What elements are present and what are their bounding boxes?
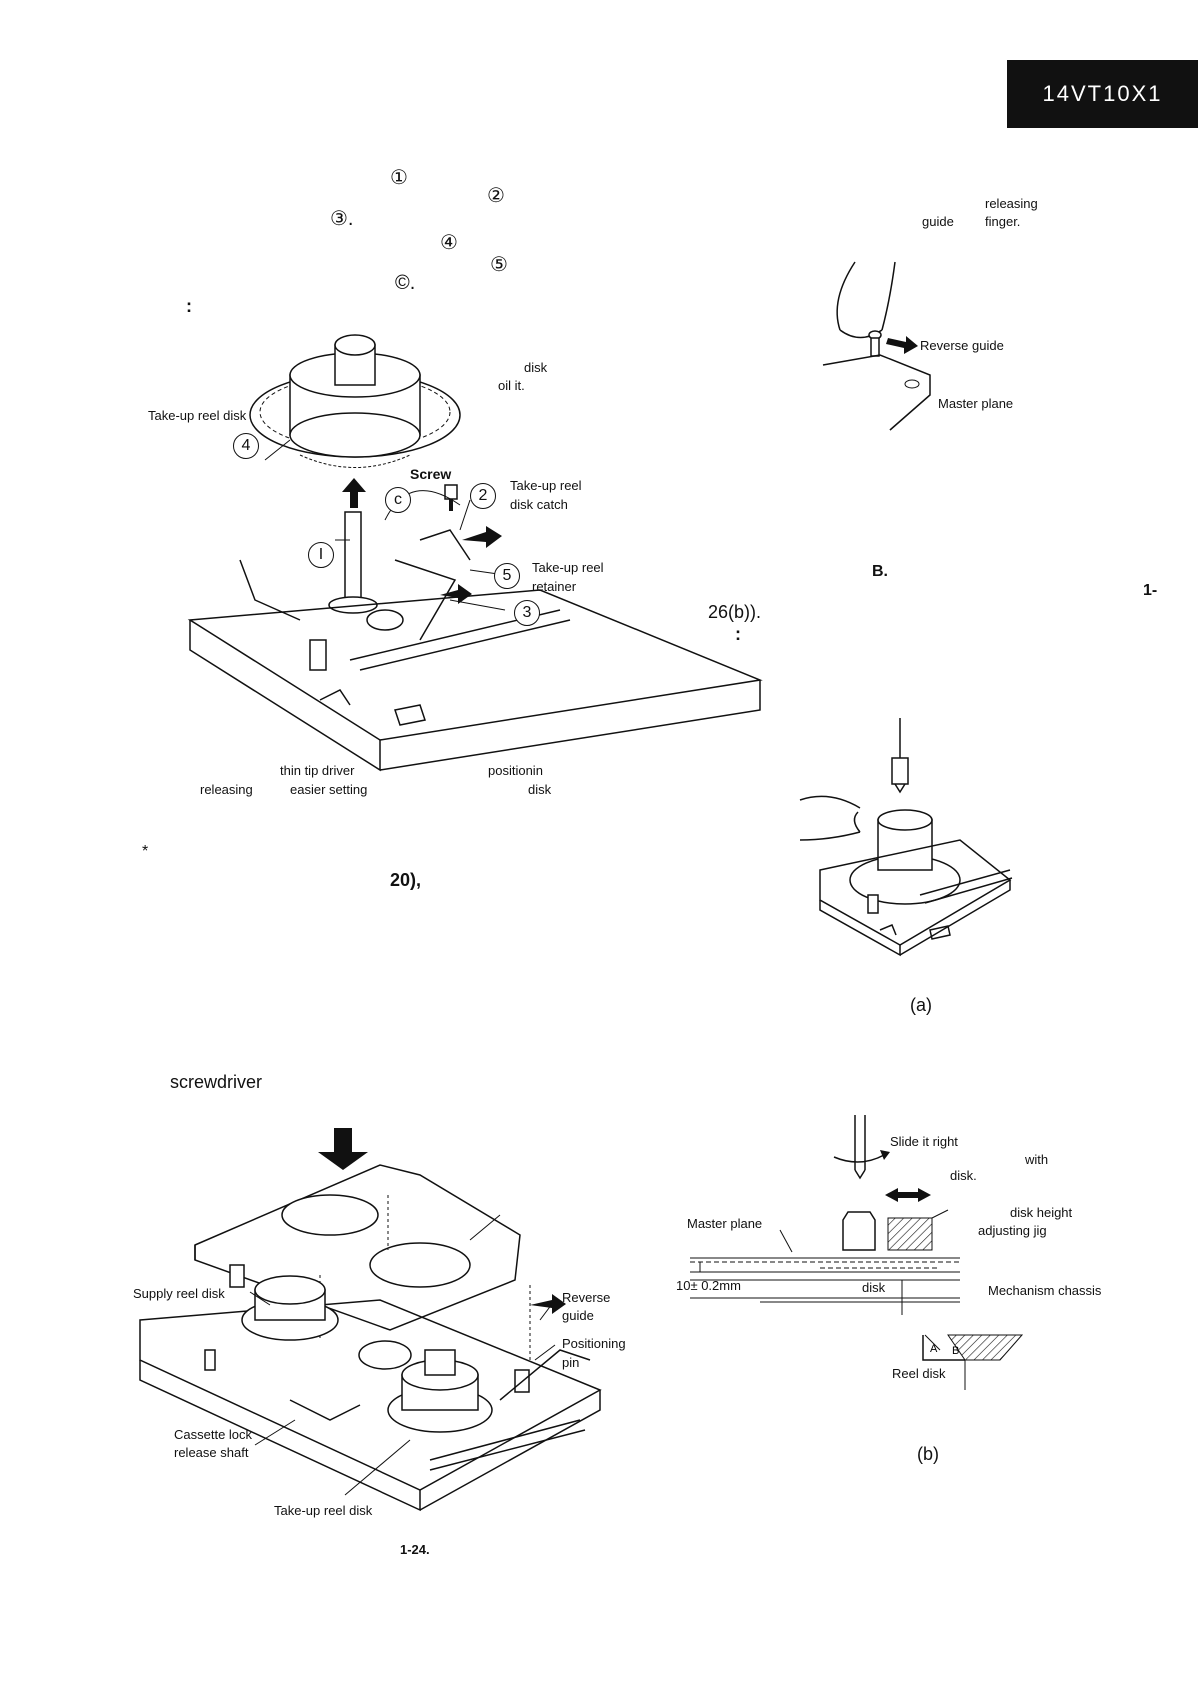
right-releasing: releasing	[985, 196, 1038, 211]
callout-1-label: I	[318, 546, 324, 563]
callout-2-label: 2	[478, 487, 488, 504]
label-takeup-reel-disk-2: Take-up reel disk	[274, 1503, 373, 1518]
step-mark-c: ©.	[395, 272, 416, 294]
inset-label-b: B	[952, 1345, 959, 1357]
inset-label-a: A	[930, 1343, 938, 1355]
model-number: 14VT10X1	[1042, 81, 1163, 106]
callout-5-label: 5	[502, 567, 512, 584]
caption-thin-tip-driver: thin tip driver	[280, 763, 355, 778]
step-mark-5: ⑤	[490, 254, 508, 276]
label-disk-dot: disk.	[950, 1168, 977, 1183]
label-reverse-guide-2: guide	[562, 1308, 594, 1323]
label-takeup-catch-1: Take-up reel	[510, 478, 582, 493]
label-mechanism-chassis: Mechanism chassis	[988, 1283, 1102, 1298]
right-one-dash: 1-	[1143, 582, 1158, 599]
right-b-label: B.	[872, 563, 888, 580]
figure-label-a: (a)	[910, 995, 932, 1015]
callout-5: 5	[494, 563, 520, 589]
callout-c: c	[385, 487, 411, 513]
colon-mark: :	[186, 296, 192, 316]
step-mark-4: ④	[440, 232, 458, 254]
step-mark-2: ②	[487, 185, 505, 207]
label-slide-right: Slide it right	[890, 1134, 958, 1149]
label-cassette-lock-2: release shaft	[174, 1445, 249, 1460]
callout-4-label: 4	[241, 437, 251, 454]
step-mark-3: ③.	[330, 208, 354, 230]
callout-2: 2	[470, 483, 496, 509]
figure-number-1-24: 1-24.	[400, 1542, 430, 1557]
callout-3-label: 3	[522, 604, 532, 621]
label-master-plane-b: Master plane	[687, 1216, 763, 1231]
right-colon: :	[735, 624, 741, 644]
label-reel-disk: Reel disk	[892, 1366, 946, 1381]
callout-1: I	[308, 542, 334, 568]
caption-easier-setting: easier setting	[290, 782, 368, 797]
label-positioning-pin-2: pin	[562, 1355, 580, 1370]
right-guide: guide	[922, 214, 954, 229]
label-takeup-catch-2: disk catch	[510, 497, 568, 512]
label-disk-lower: disk	[862, 1280, 886, 1295]
step-mark-1: ①	[390, 167, 408, 189]
label-takeup-retainer-2: retainer	[532, 579, 577, 594]
label-adjusting-jig: adjusting jig	[978, 1223, 1047, 1238]
label-supply-reel-disk: Supply reel disk	[133, 1286, 225, 1301]
right-ref-26b: 26(b)).	[708, 602, 762, 622]
caption-releasing: releasing	[200, 782, 253, 797]
label-reverse-guide-1: Reverse	[562, 1290, 611, 1305]
label-oil-it: oil it.	[498, 378, 525, 393]
right-finger: finger.	[985, 214, 1021, 229]
right-reverse-guide-label: Reverse guide	[920, 338, 1004, 353]
label-cassette-lock-1: Cassette lock	[174, 1427, 253, 1442]
figure-label-b: (b)	[917, 1444, 939, 1464]
label-screw: Screw	[410, 466, 452, 482]
label-with: with	[1025, 1152, 1049, 1167]
label-takeup-retainer-1: Take-up reel	[532, 560, 604, 575]
label-disk: disk	[524, 360, 548, 375]
caption-positionin: positionin	[488, 763, 543, 778]
label-dimension: 10± 0.2mm	[676, 1278, 741, 1293]
callout-3: 3	[514, 600, 540, 626]
caption-disk: disk	[528, 782, 552, 797]
label-disk-height: disk height	[1010, 1205, 1073, 1220]
model-badge: 14VT10X1	[1007, 60, 1198, 128]
right-master-plane-label: Master plane	[938, 396, 1014, 411]
label-positioning-pin-1: Positioning	[562, 1336, 626, 1351]
callout-c-label: c	[394, 491, 402, 508]
screwdriver-heading: screwdriver	[170, 1072, 263, 1092]
star-mark: *	[142, 843, 149, 860]
callout-4: 4	[233, 433, 259, 459]
ref-20: 20),	[390, 870, 422, 890]
label-takeup-reel-disk: Take-up reel disk	[148, 408, 247, 423]
